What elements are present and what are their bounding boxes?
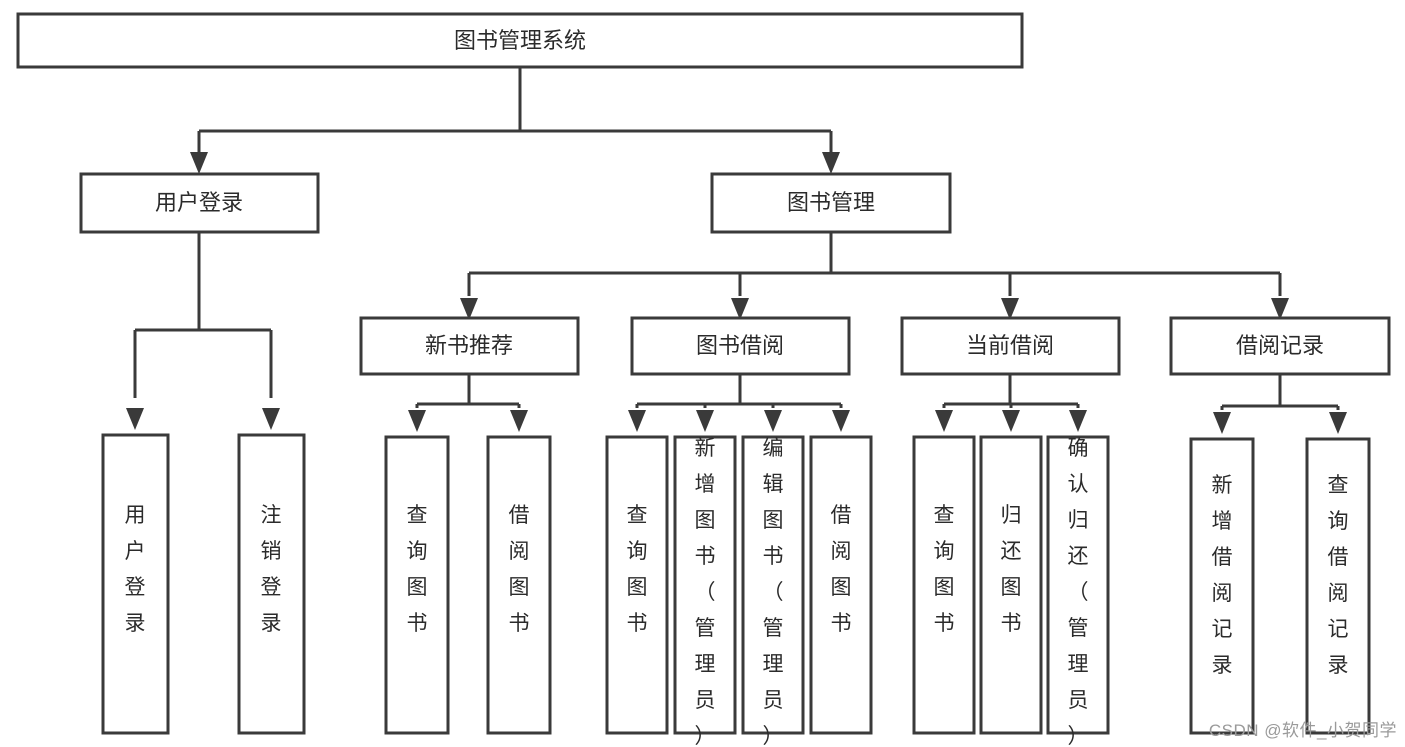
leaf-node-user-login-login[interactable]: 用户登录 — [101, 433, 170, 735]
leaf-node-newbook-query-box[interactable] — [384, 435, 450, 735]
leaf-node-user-login-logout-box[interactable] — [237, 433, 306, 735]
leaf-node-bookborrow-edit-label: 编辑图书（管理员） — [763, 437, 784, 747]
leaf-node-bookborrow-borrow[interactable]: 借阅图书 — [809, 435, 873, 735]
node-book-management-box[interactable] — [710, 172, 952, 234]
leaf-node-borrowrecord-query-box[interactable] — [1305, 437, 1371, 735]
leaf-node-currentborrow-return[interactable]: 归还图书 — [979, 435, 1043, 735]
leaf-node-newbook-query-label: 查询图书 — [407, 504, 428, 635]
leaf-node-newbook-borrow-label: 借阅图书 — [509, 504, 530, 635]
node-root-system-label: 图书管理系统 — [454, 28, 586, 53]
leaf-node-bookborrow-add[interactable]: 新增图书（管理员） — [673, 435, 737, 747]
leaf-node-newbook-borrow[interactable]: 借阅图书 — [486, 435, 552, 735]
connector-layer — [126, 67, 1347, 434]
arrow-currentborrow-leaf-1 — [935, 410, 953, 432]
arrow-bookborrow-leaf-2 — [696, 410, 714, 432]
leaf-node-borrowrecord-add[interactable]: 新增借阅记录 — [1189, 437, 1255, 735]
leaf-node-newbook-borrow-box[interactable] — [486, 435, 552, 735]
node-user-login[interactable]: 用户登录 — [79, 172, 320, 234]
arrow-borrowrecord-leaf-2 — [1329, 412, 1347, 434]
leaf-node-newbook-query[interactable]: 查询图书 — [384, 435, 450, 735]
leaf-node-currentborrow-return-label: 归还图书 — [1001, 504, 1022, 635]
arrow-newbook-leaf-2 — [510, 410, 528, 432]
arrow-bookborrow-leaf-1 — [628, 410, 646, 432]
arrow-root-to-user-login — [190, 152, 208, 174]
node-user-login-box[interactable] — [79, 172, 320, 234]
node-book-management[interactable]: 图书管理 — [710, 172, 952, 234]
node-book-borrow-box[interactable] — [630, 316, 851, 376]
node-root-system[interactable]: 图书管理系统 — [16, 12, 1024, 69]
node-root-system-box[interactable] — [16, 12, 1024, 69]
leaf-node-bookborrow-borrow-label: 借阅图书 — [831, 504, 852, 635]
leaf-node-borrowrecord-add-box[interactable] — [1189, 437, 1255, 735]
leaf-node-bookborrow-add-label: 新增图书（管理员） — [695, 437, 716, 747]
arrow-currentborrow-leaf-3 — [1069, 410, 1087, 432]
arrow-bookborrow-leaf-3 — [764, 410, 782, 432]
arrow-borrowrecord-leaf-1 — [1213, 412, 1231, 434]
node-book-borrow-label: 图书借阅 — [696, 333, 784, 358]
node-borrow-record-label: 借阅记录 — [1236, 333, 1324, 358]
leaf-node-currentborrow-query-box[interactable] — [912, 435, 976, 735]
node-current-borrow[interactable]: 当前借阅 — [900, 316, 1121, 376]
arrow-currentborrow-leaf-2 — [1002, 410, 1020, 432]
arrow-bookborrow-leaf-4 — [832, 410, 850, 432]
node-user-login-label: 用户登录 — [155, 190, 243, 215]
node-current-borrow-label: 当前借阅 — [966, 333, 1054, 358]
arrow-newbook-leaf-1 — [408, 410, 426, 432]
leaf-node-currentborrow-confirm-box[interactable] — [1046, 435, 1110, 735]
leaf-node-borrowrecord-add-label: 新增借阅记录 — [1212, 474, 1233, 677]
leaf-node-bookborrow-edit[interactable]: 编辑图书（管理员） — [741, 435, 805, 747]
leaf-node-user-login-logout-label: 注销登录 — [261, 504, 282, 635]
leaf-node-bookborrow-query-box[interactable] — [605, 435, 669, 735]
leaf-node-currentborrow-confirm[interactable]: 确认归还（管理员） — [1046, 435, 1110, 747]
node-borrow-record-box[interactable] — [1169, 316, 1391, 376]
arrow-userlogin-leaf-1 — [126, 408, 144, 430]
leaf-node-user-login-login-label: 用户登录 — [125, 504, 146, 635]
leaf-node-user-login-login-box[interactable] — [101, 433, 170, 735]
arrow-root-to-book-mgmt — [822, 152, 840, 174]
arrow-userlogin-leaf-2 — [262, 408, 280, 430]
leaf-node-borrowrecord-query-label: 查询借阅记录 — [1328, 474, 1349, 677]
node-current-borrow-box[interactable] — [900, 316, 1121, 376]
leaf-node-bookborrow-edit-box[interactable] — [741, 435, 805, 735]
leaf-node-borrowrecord-query[interactable]: 查询借阅记录 — [1305, 437, 1371, 735]
node-new-book-recommend-box[interactable] — [359, 316, 580, 376]
leaf-node-bookborrow-query[interactable]: 查询图书 — [605, 435, 669, 735]
leaf-node-bookborrow-borrow-box[interactable] — [809, 435, 873, 735]
leaf-node-currentborrow-confirm-label: 确认归还（管理员） — [1068, 437, 1089, 747]
leaf-node-currentborrow-query[interactable]: 查询图书 — [912, 435, 976, 735]
leaf-node-currentborrow-return-box[interactable] — [979, 435, 1043, 735]
leaf-node-user-login-logout[interactable]: 注销登录 — [237, 433, 306, 735]
leaf-node-bookborrow-query-label: 查询图书 — [627, 504, 648, 635]
node-book-management-label: 图书管理 — [787, 190, 875, 215]
node-borrow-record[interactable]: 借阅记录 — [1169, 316, 1391, 376]
leaf-node-currentborrow-query-label: 查询图书 — [934, 504, 955, 635]
node-new-book-recommend[interactable]: 新书推荐 — [359, 316, 580, 376]
node-new-book-recommend-label: 新书推荐 — [425, 333, 513, 358]
leaf-node-bookborrow-add-box[interactable] — [673, 435, 737, 735]
node-book-borrow[interactable]: 图书借阅 — [630, 316, 851, 376]
